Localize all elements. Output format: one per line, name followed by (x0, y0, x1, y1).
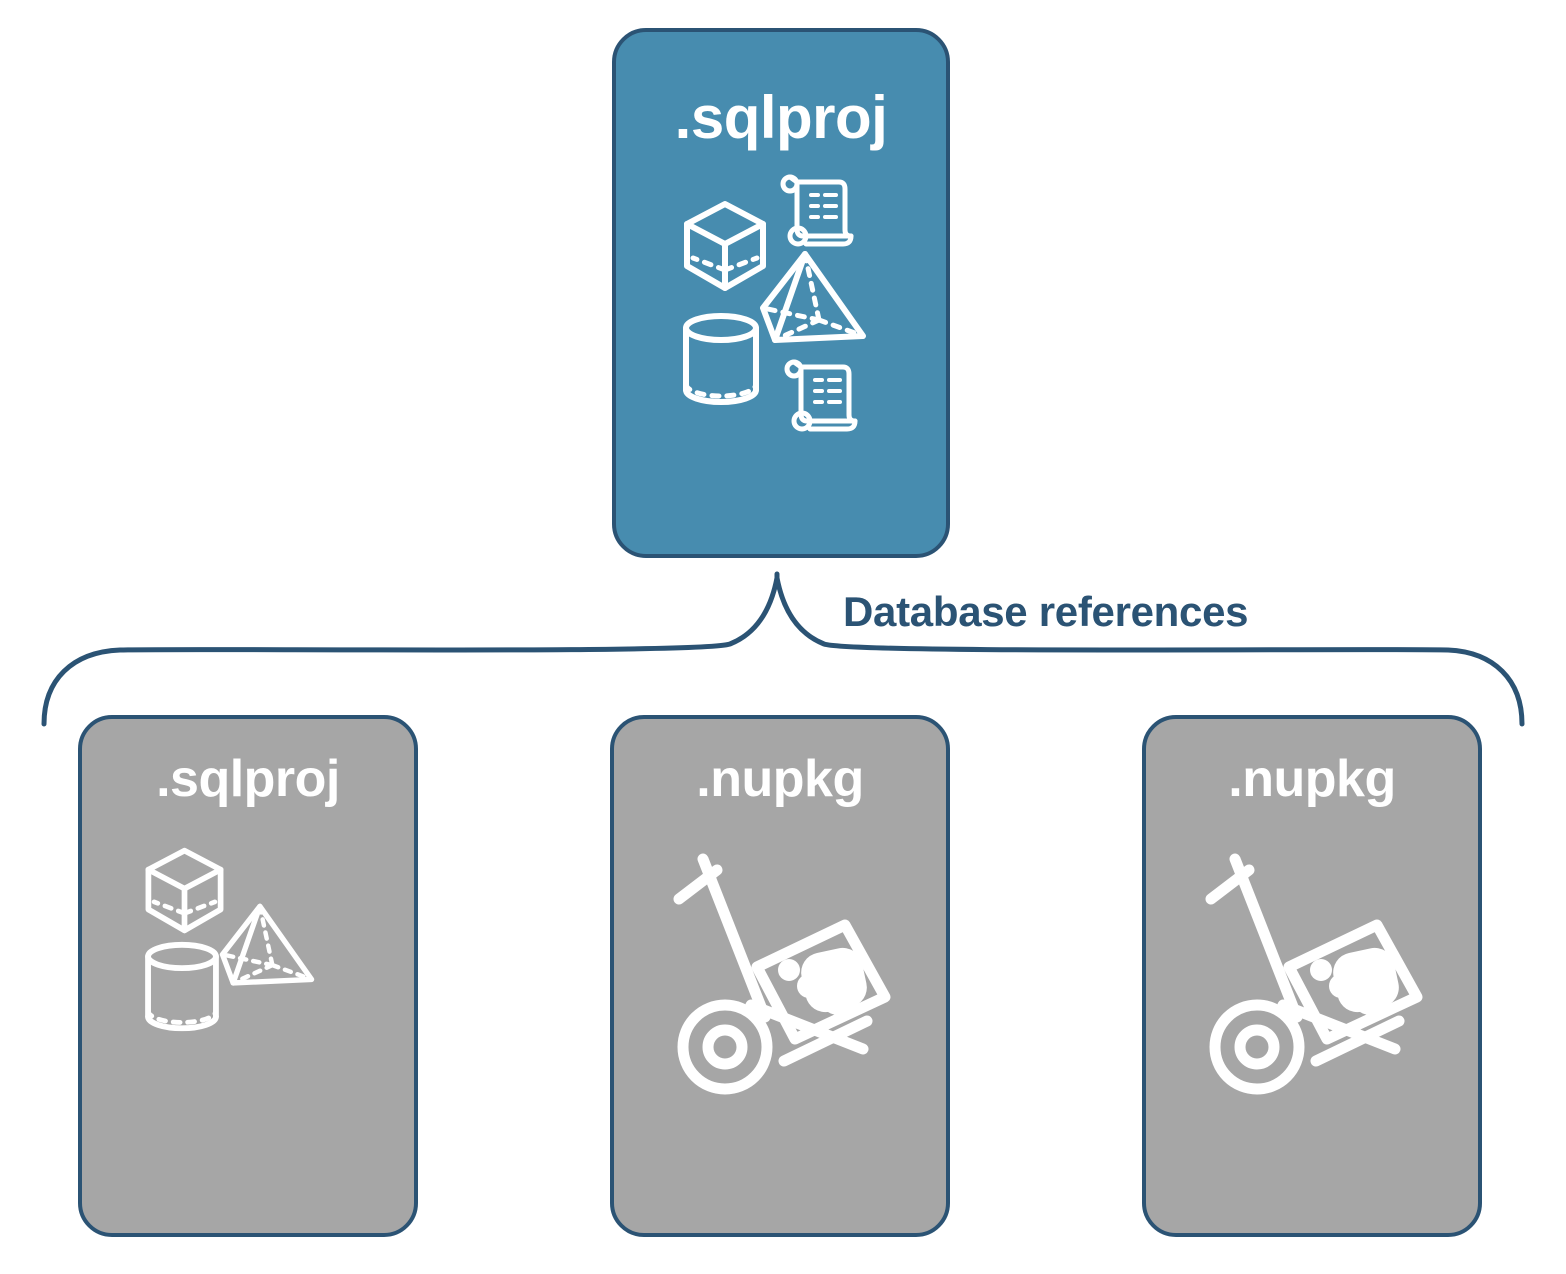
node-ref-1-icon-group (113, 843, 383, 1113)
cube-icon (145, 847, 224, 934)
pyramid-icon (760, 251, 866, 343)
hand-truck-package-icon (1205, 853, 1423, 1095)
curly-brace-connector (41, 571, 1525, 727)
node-ref-nupkg-2[interactable]: .nupkg (1142, 715, 1482, 1237)
scroll-icon (780, 174, 854, 247)
node-ref-3-icon-group (1177, 843, 1447, 1113)
cylinder-icon (145, 941, 219, 1032)
node-ref-3-label: .nupkg (1228, 750, 1396, 808)
cube-icon (684, 201, 766, 291)
node-ref-2-label: .nupkg (696, 750, 864, 808)
node-root-sqlproj[interactable]: .sqlproj (612, 28, 950, 558)
scroll-icon (784, 359, 858, 432)
hand-truck-package-icon (673, 853, 891, 1095)
node-ref-sqlproj[interactable]: .sqlproj (78, 715, 418, 1237)
connector-label: Database references (843, 588, 1249, 635)
node-ref-1-label: .sqlproj (156, 750, 340, 808)
pyramid-icon (219, 903, 315, 986)
node-root-icon-group (671, 170, 891, 440)
node-ref-2-icon-group (645, 843, 915, 1113)
node-ref-nupkg-1[interactable]: .nupkg (610, 715, 950, 1237)
cylinder-icon (683, 313, 759, 405)
node-root-label: .sqlproj (674, 84, 888, 151)
